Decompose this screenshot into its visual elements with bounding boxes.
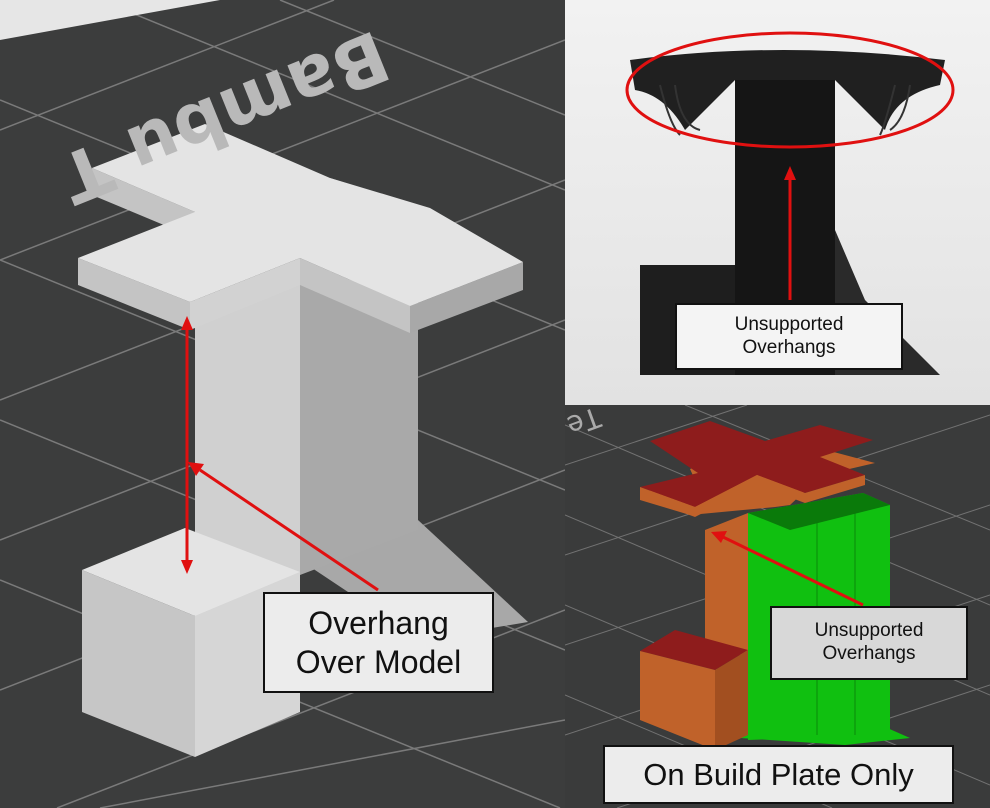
arrow-line <box>722 535 864 607</box>
build-plate-edge <box>0 0 220 40</box>
label-line: Overhang <box>308 605 449 642</box>
cube-left <box>640 651 715 750</box>
support-top <box>748 493 890 530</box>
arrow-head <box>711 531 727 543</box>
arrow-head <box>784 166 796 180</box>
drooping-strands <box>659 84 911 136</box>
cross-top <box>78 124 523 306</box>
cross-front-walls <box>640 475 865 517</box>
cube-top <box>82 528 300 616</box>
label-line: Overhangs <box>822 643 916 664</box>
print-overhang <box>630 50 945 130</box>
column-right-face <box>300 265 418 575</box>
label-line: Unsupported <box>814 620 924 642</box>
cube-right <box>715 650 748 750</box>
left-scene <box>0 0 565 808</box>
overhang-highlight-ellipse <box>625 31 955 149</box>
label-line: Unsupported <box>734 313 844 335</box>
cross-top <box>640 421 873 507</box>
overhang-arrows <box>181 316 379 592</box>
cube-left <box>82 570 195 757</box>
label-line: Overhangs <box>742 336 836 358</box>
label-line: Over Model <box>295 643 462 680</box>
orange-column <box>705 513 748 655</box>
build-plate-only-caption: On Build Plate Only <box>603 745 954 804</box>
cube-top <box>640 630 748 670</box>
